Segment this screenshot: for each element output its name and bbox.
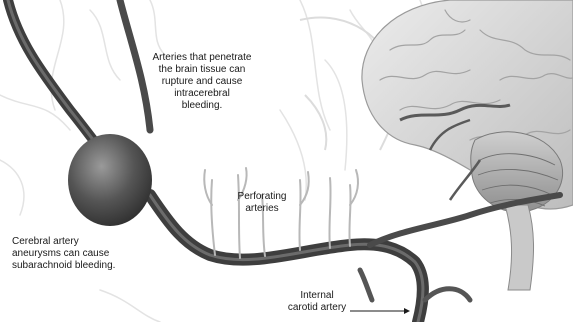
carotid-pointer-arrow [404,308,410,314]
penetrating-arteries-label: Arteries that penetrate the brain tissue… [132,52,272,112]
perforating-arteries-label: Perforating arteries [222,191,302,215]
internal-carotid-label: Internal carotid artery [267,290,367,314]
aneurysm-label: Cerebral artery aneurysms can cause suba… [12,236,162,272]
aneurysm-bulb [68,134,152,226]
